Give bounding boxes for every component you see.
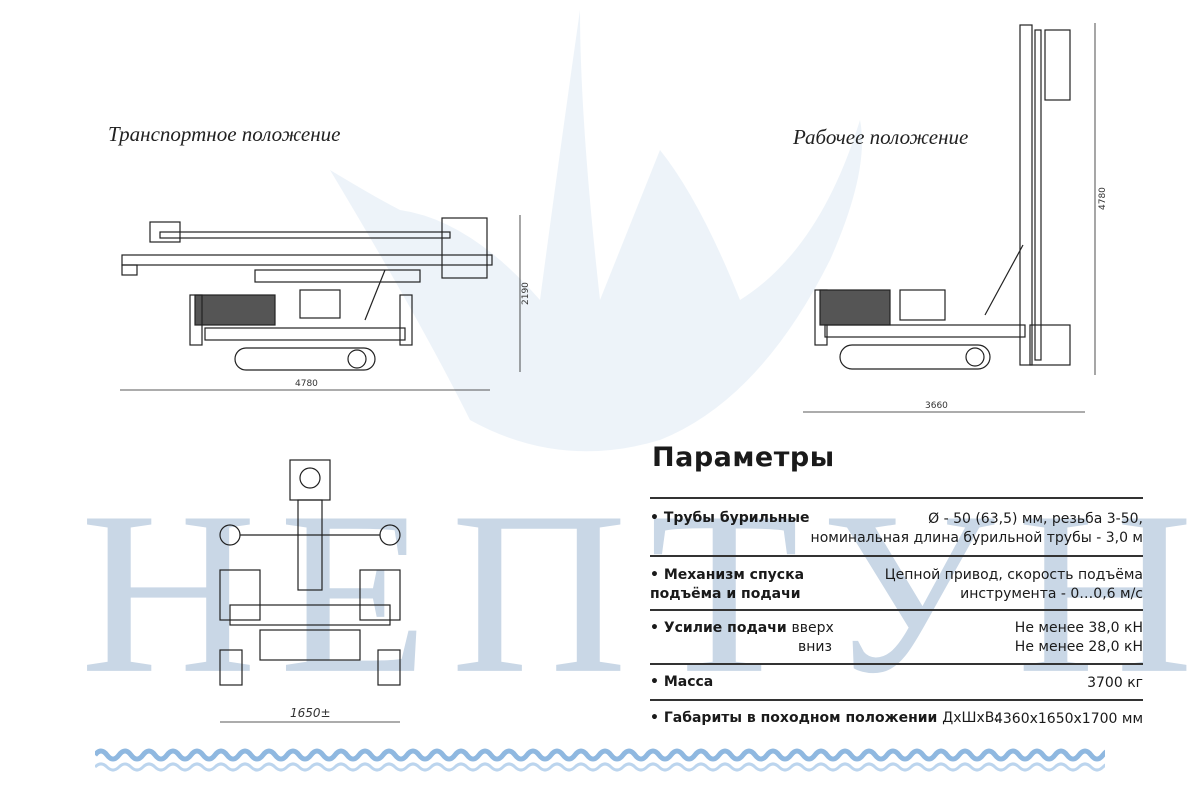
param-row-drill-pipes: • Трубы бурильные Ø - 50 (63,5) мм, резь…	[650, 510, 1143, 546]
rig-front-drawing: 1650±	[219, 459, 401, 723]
param-row-mechanism: • Механизм спуска подъёма и подачи Цепно…	[650, 567, 1143, 602]
dimension-working-height: 4780	[1098, 187, 1108, 210]
dimension-working-length: 3660	[925, 401, 948, 411]
dimension-transport-length: 4780	[295, 379, 318, 389]
param-row-dimensions: • Габариты в походном положении ДхШхВ: 4…	[650, 710, 1143, 727]
param-value-line: 3700 кг	[1087, 675, 1143, 691]
param-row-mass: • Масса 3700 кг	[650, 674, 1143, 691]
divider	[650, 663, 1143, 665]
param-label: Масса	[663, 674, 714, 690]
param-label: Трубы бурильные	[663, 510, 810, 526]
param-label-down: вниз	[798, 639, 832, 655]
param-label: Механизм спуска подъёма и подачи	[650, 567, 805, 602]
param-value-line: Ø - 50 (63,5) мм, резьба 3-50,	[928, 511, 1143, 527]
param-value-line: Не менее 28,0 кН	[1014, 639, 1143, 655]
divider	[650, 609, 1143, 611]
rig-working-drawing: 3660 4780	[803, 23, 1108, 413]
divider	[650, 497, 1143, 499]
caption-working-position: Рабочее положение	[793, 125, 969, 149]
rig-transport-drawing: 4780 2190	[120, 215, 531, 391]
dimension-front-width: 1650±	[290, 706, 331, 720]
caption-transport-position: Транспортное положение	[108, 122, 341, 146]
brand-watermark: НЕПТУН	[80, 463, 1200, 722]
wave-decoration	[95, 748, 1105, 772]
param-label: Габариты в походном положении	[663, 710, 938, 726]
param-value-line: 4360x1650x1700 мм	[993, 711, 1143, 727]
divider	[650, 699, 1143, 701]
params-title: Параметры	[652, 442, 835, 473]
param-value-line: инструмента - 0…0,6 м/с	[960, 586, 1143, 602]
divider	[650, 555, 1143, 557]
param-value-line: Не менее 38,0 кН	[1014, 620, 1143, 636]
param-value-line: номинальная длина бурильной трубы - 3,0 …	[810, 530, 1143, 546]
param-label: Усилие подачи	[663, 620, 787, 636]
param-value-line: Цепной привод, скорость подъёма	[884, 567, 1143, 583]
dimension-transport-height: 2190	[521, 282, 531, 305]
param-label-up: вверх	[791, 620, 834, 636]
param-label-extra: ДхШхВ:	[942, 710, 1000, 726]
